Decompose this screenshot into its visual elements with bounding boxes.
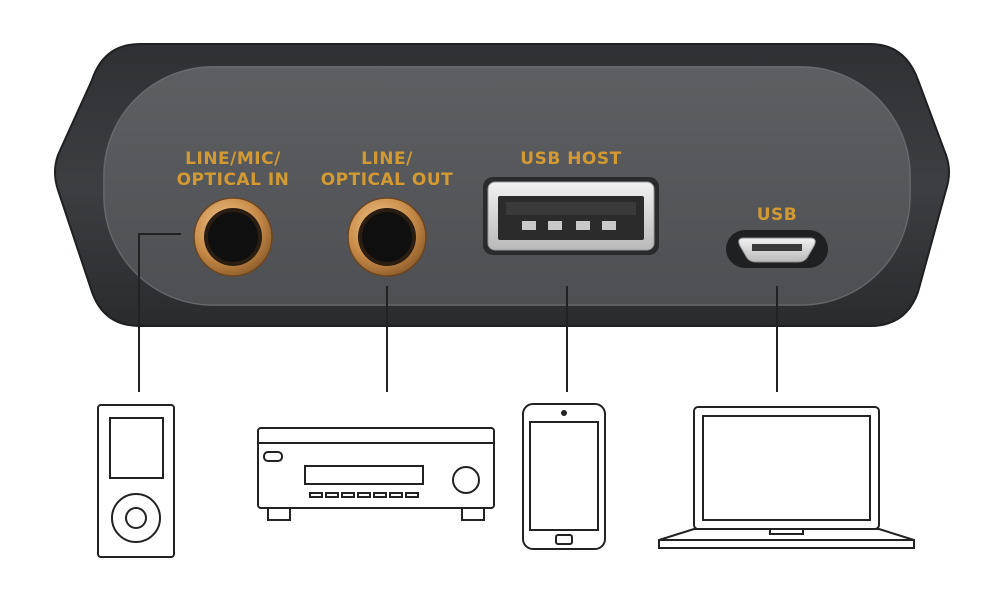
smartphone-icon — [522, 403, 606, 550]
line-optical-out-jack — [347, 197, 427, 277]
media-player-icon — [97, 404, 175, 558]
line-optical-out-label-line1: LINE/ — [361, 149, 413, 169]
line-optical-out-label: LINE/ OPTICAL OUT — [316, 149, 458, 191]
laptop-icon — [658, 406, 915, 549]
usb-host-label: USB HOST — [508, 149, 634, 170]
line-mic-optical-in-label-line1: LINE/MIC/ — [185, 149, 281, 169]
line-optical-out-label-line2: OPTICAL OUT — [320, 170, 454, 190]
line-mic-optical-in-jack — [193, 197, 273, 277]
av-receiver-icon — [257, 427, 495, 521]
connection-lines — [138, 233, 778, 392]
line-to-media-player — [138, 233, 181, 392]
usb-host-label-line1: USB HOST — [520, 149, 622, 169]
micro-usb-port — [726, 230, 828, 268]
usb-host-port — [483, 177, 659, 255]
usb-label-line1: USB — [756, 205, 798, 225]
line-mic-optical-in-label: LINE/MIC/ OPTICAL IN — [170, 149, 296, 191]
line-mic-optical-in-label-line2: OPTICAL IN — [176, 170, 290, 190]
usb-label: USB — [737, 205, 817, 226]
